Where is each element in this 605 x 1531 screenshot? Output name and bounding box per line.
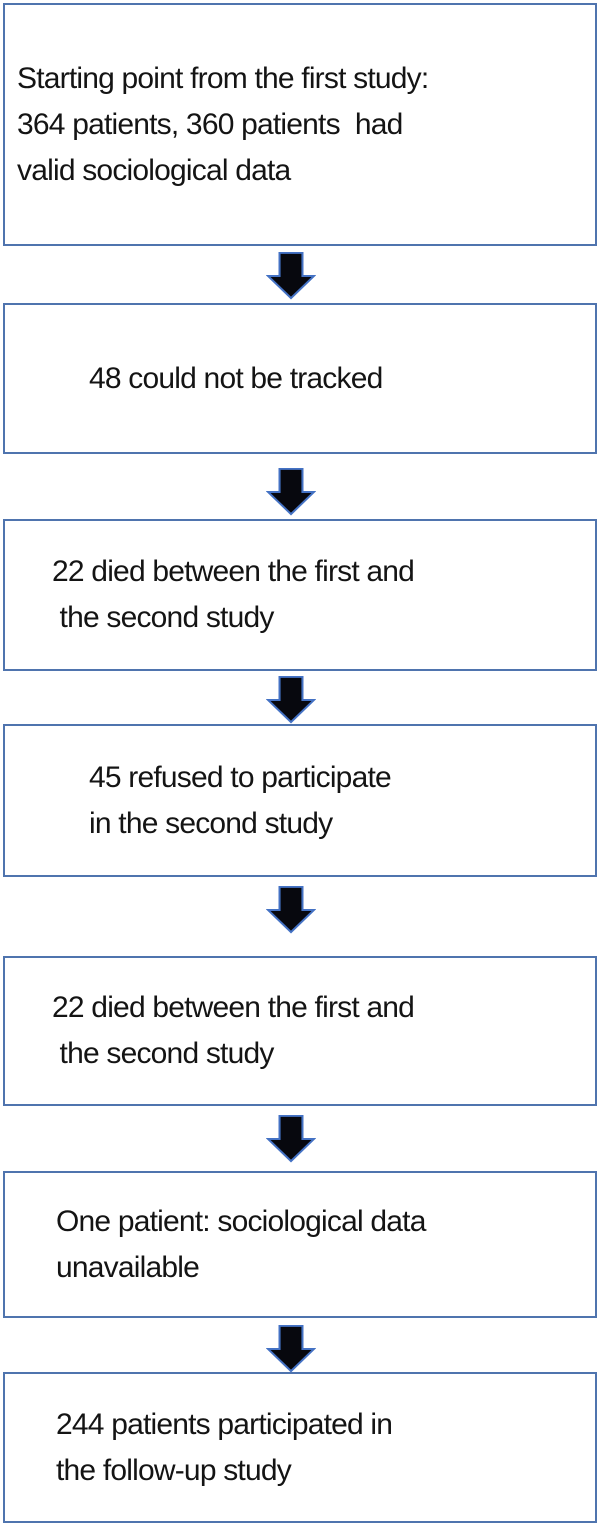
box-text-line: the second study [52, 1037, 275, 1070]
down-arrow-icon [266, 252, 316, 300]
down-arrow-icon [266, 468, 316, 516]
box-text-line: valid sociological data [17, 153, 291, 187]
down-arrow-icon [266, 1325, 316, 1373]
flow-box-starting-point: Starting point from the first study: 364… [3, 3, 597, 246]
flow-box-final: 244 patients participated in the follow-… [3, 1372, 597, 1523]
box-text-line: unavailable [56, 1250, 200, 1284]
flow-box-died-first: 22 died between the first and the second… [3, 519, 597, 671]
box-text-line: 48 could not be tracked [89, 361, 383, 395]
flow-box-data-unavailable: One patient: sociological data unavailab… [3, 1171, 597, 1318]
box-text-line: One patient: sociological data [56, 1204, 426, 1238]
box-text-line: 22 died between the first and [52, 991, 415, 1024]
flow-box-refused: 45 refused to participate in the second … [3, 724, 597, 877]
box-text-line: Starting point from the first study: [17, 61, 429, 95]
box-text-line: 45 refused to participate [89, 760, 392, 794]
down-arrow-icon [266, 1115, 316, 1163]
flow-box-died-second: 22 died between the first and the second… [3, 956, 597, 1106]
box-text-line: 364 patients, 360 patients had [17, 107, 403, 141]
box-text-line: 22 died between the first and [52, 555, 415, 588]
box-text-line: 244 patients participated in [56, 1407, 393, 1441]
down-arrow-icon [266, 886, 316, 934]
down-arrow-icon [266, 676, 316, 724]
box-text-line: the follow-up study [56, 1453, 292, 1487]
box-text-line: in the second study [89, 806, 333, 840]
flow-box-not-tracked: 48 could not be tracked [3, 303, 597, 454]
box-text-line: the second study [52, 601, 275, 634]
